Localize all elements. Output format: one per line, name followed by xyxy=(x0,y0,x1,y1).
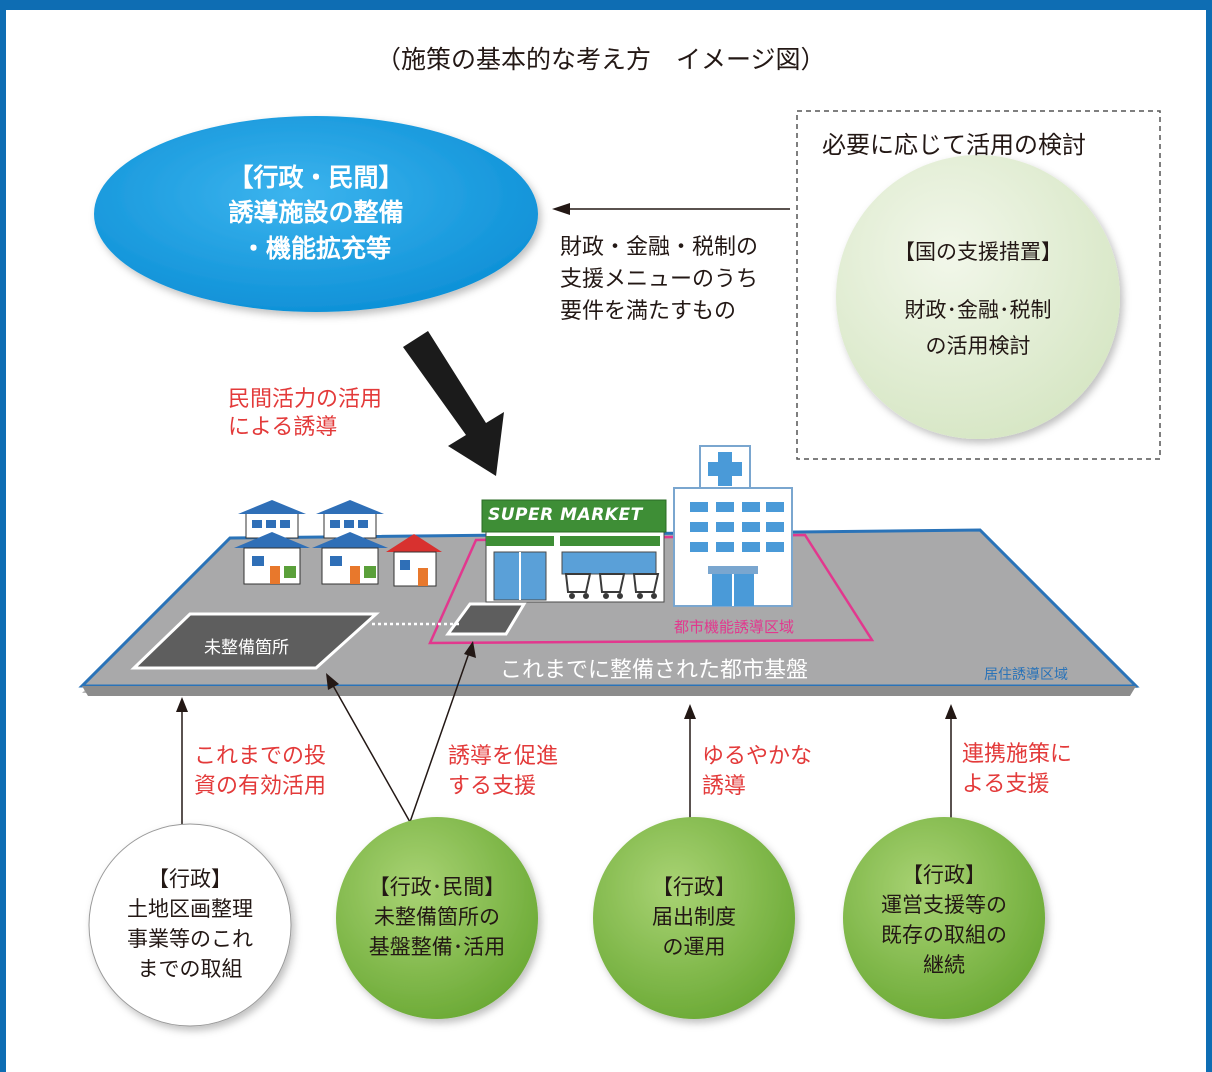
undeveloped-label: 未整備箇所 xyxy=(204,638,289,658)
mid-label-4-line-1: 連携施策に xyxy=(962,742,1073,767)
supermarket-sign-board xyxy=(481,499,667,533)
private-induction-line-1: 民間活力の活用 xyxy=(228,387,383,412)
review-box-title: 必要に応じて活用の検討 xyxy=(822,131,1086,159)
shopping-carts xyxy=(564,573,660,599)
house-3 xyxy=(386,534,442,587)
undeveloped-parcel-small xyxy=(445,602,527,636)
mid-label-3-line-2: 誘導 xyxy=(702,774,747,799)
arrow-2-head xyxy=(326,673,339,690)
hospital-building xyxy=(673,445,793,607)
circle-existing-efforts xyxy=(843,817,1045,1019)
mid-label-2-line-1: 誘導を促進 xyxy=(448,744,559,769)
circle-1-line-2: 土地区画整理 xyxy=(127,897,253,922)
support-menu-line-2: 支援メニューのうち xyxy=(560,267,759,292)
circle-3-line-3: の運用 xyxy=(662,934,726,959)
circle-4-line-3: 既存の取組の xyxy=(881,923,1007,947)
arrow-5-head xyxy=(945,704,957,719)
mid-label-1-line-2: 資の有効活用 xyxy=(194,774,327,799)
supermarket-sign: SUPER MARKET xyxy=(488,505,643,525)
support-menu-line-1: 財政・金融・税制の xyxy=(560,235,759,260)
circle-3-line-2: 届出制度 xyxy=(652,905,736,930)
mid-label-coordinated-support: 連携施策に よる支援 xyxy=(962,740,1072,800)
circle-3-text: 【行政】 届出制度 の運用 xyxy=(604,870,784,966)
mid-label-promotion-support: 誘導を促進 する支援 xyxy=(448,742,558,802)
circle-1-line-3: 事業等のこれ xyxy=(127,927,253,951)
diagram-title: （施策の基本的な考え方 イメージ図） xyxy=(376,45,826,74)
national-support-circle xyxy=(836,155,1120,439)
arrow-3-head xyxy=(464,641,476,658)
circle-1-text: 【行政】 土地区画整理 事業等のこれ までの取組 xyxy=(100,862,280,988)
arrow-3-line xyxy=(409,649,471,823)
ellipse-line-3: ・機能拡充等 xyxy=(240,233,391,263)
national-support-line-1: 財政･金融･税制 xyxy=(904,298,1052,323)
private-induction-text: 民間活力の活用 による誘導 xyxy=(228,386,382,442)
ellipse-line-2: 誘導施設の整備 xyxy=(228,198,404,228)
circle-notification-system xyxy=(593,817,795,1019)
ground-front-edge xyxy=(82,686,1136,696)
undeveloped-parcel-large xyxy=(130,612,380,670)
support-menu-arrowhead xyxy=(552,203,570,215)
house-2 xyxy=(312,500,388,585)
circle-2-line-3: 基盤整備･活用 xyxy=(368,934,506,959)
circle-4-line-2: 運営支援等の xyxy=(881,893,1007,918)
circle-2-text: 【行政･民間】 未整備箇所の 基盤整備･活用 xyxy=(347,870,527,966)
mid-label-2-line-2: する支援 xyxy=(448,774,537,799)
circle-3-line-1: 【行政】 xyxy=(652,875,736,900)
mid-label-effective-use: これまでの投 資の有効活用 xyxy=(194,742,326,802)
support-menu-text: 財政・金融・税制の 支援メニューのうち 要件を満たすもの xyxy=(560,232,758,328)
circle-undeveloped-base xyxy=(336,817,538,1019)
private-induction-line-2: による誘導 xyxy=(228,415,338,440)
house-1 xyxy=(234,500,310,585)
mid-label-3-line-1: ゆるやかな xyxy=(702,744,813,769)
review-box xyxy=(796,110,1161,460)
circle-1-line-1: 【行政】 xyxy=(148,867,232,892)
arrow-1-head xyxy=(176,697,188,712)
circle-4-text: 【行政】 運営支援等の 既存の取組の 継続 xyxy=(854,858,1034,984)
circle-4-line-4: 継続 xyxy=(923,952,965,977)
supermarket-building xyxy=(481,499,667,603)
circle-2-line-2: 未整備箇所の xyxy=(374,905,500,930)
support-menu-line-3: 要件を満たすもの xyxy=(560,299,737,324)
arrow-4-head xyxy=(684,704,696,719)
base-label: これまでに整備された都市基盤 xyxy=(500,658,809,683)
circle-land-readjustment xyxy=(88,823,292,1027)
national-support-heading: 【国の支援措置】 xyxy=(894,240,1062,265)
blue-ellipse xyxy=(94,116,538,312)
national-support-text: 【国の支援措置】 財政･金融･税制 の活用検討 xyxy=(868,220,1088,380)
mid-label-4-line-2: よる支援 xyxy=(962,772,1050,797)
national-support-line-2: の活用検討 xyxy=(925,333,1031,358)
circle-4-line-1: 【行政】 xyxy=(902,863,986,888)
big-down-arrow xyxy=(403,331,504,476)
blue-ellipse-text: 【行政・民間】 誘導施設の整備 ・機能拡充等 xyxy=(160,158,472,268)
mid-label-1-line-1: これまでの投 xyxy=(194,744,327,769)
circle-2-line-1: 【行政･民間】 xyxy=(368,875,506,900)
ellipse-line-1: 【行政・民間】 xyxy=(228,162,404,192)
mid-label-gentle-induction: ゆるやかな 誘導 xyxy=(702,742,812,802)
arrow-2-line xyxy=(330,681,411,823)
residential-zone-label: 居住誘導区域 xyxy=(984,667,1068,683)
urban-zone-label: 都市機能誘導区域 xyxy=(674,618,795,636)
circle-1-line-4: までの取組 xyxy=(137,956,243,981)
